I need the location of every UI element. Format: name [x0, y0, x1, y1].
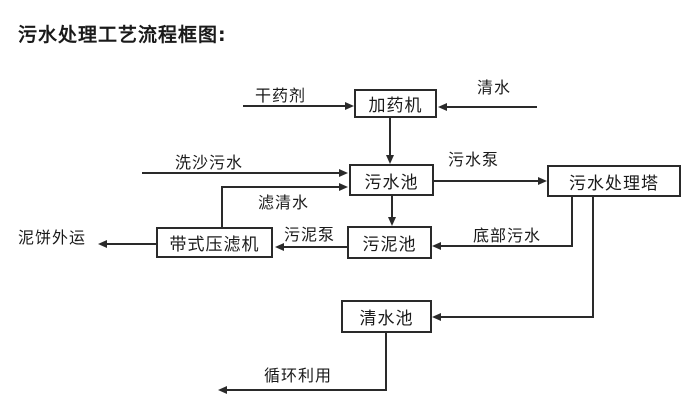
flow-label-mud-cake-out: 泥饼外运 [18, 228, 87, 247]
sludge-pump-line [284, 246, 347, 248]
tower-to-clean-line [441, 316, 594, 318]
flow-label-clean-water: 清水 [477, 78, 512, 97]
node-sludge-pool: 污泥池 [347, 226, 432, 259]
arrowhead-sewage-pump-icon [538, 177, 547, 185]
arrowhead-filtered-water-icon [339, 183, 348, 191]
bottom-sewage-riser-line [571, 197, 573, 247]
flow-label-filtered-water: 滤清水 [258, 193, 310, 212]
flow-label-recycling: 循环利用 [264, 366, 333, 385]
arrowhead-clean-water-icon [438, 103, 447, 111]
arrowhead-sand-washing-icon [339, 169, 348, 177]
sand-washing-line [142, 172, 339, 174]
arrowhead-sewage-to-sludge-icon [388, 217, 396, 226]
flow-label-sand-washing-sewage: 洗沙污水 [175, 153, 244, 172]
page-title: 污水处理工艺流程框图: [18, 24, 227, 46]
arrowhead-bottom-sewage-icon [432, 242, 441, 250]
arrowhead-dry-agent-icon [345, 102, 354, 110]
sewage-to-sludge-line [391, 196, 393, 218]
dosing-to-sewage-line [389, 118, 391, 156]
node-dosing-machine-label: 加药机 [368, 96, 423, 116]
arrowhead-mud-cake-icon [98, 240, 107, 248]
flow-label-dry-agent: 干药剂 [255, 86, 307, 105]
sewage-pump-line [434, 180, 538, 182]
node-sewage-pool-label: 污水池 [364, 172, 419, 193]
tower-to-clean-riser-line [592, 197, 594, 318]
filtered-water-riser-line [221, 186, 223, 227]
dry-agent-line [243, 105, 345, 107]
arrowhead-dosing-to-sewage-icon [386, 155, 394, 164]
node-clean-water-pool-label: 清水池 [359, 309, 414, 329]
mud-cake-line [107, 243, 156, 245]
bottom-sewage-line [441, 245, 573, 247]
flow-label-bottom-sewage: 底部污水 [473, 226, 542, 245]
node-sludge-pool-label: 污泥池 [362, 235, 417, 255]
recycling-riser-line [385, 333, 387, 391]
node-treatment-tower-label: 污水处理塔 [569, 173, 659, 194]
node-clean-water-pool: 清水池 [341, 300, 432, 333]
filtered-water-line [221, 186, 339, 188]
node-dosing-machine: 加药机 [354, 89, 437, 118]
node-treatment-tower: 污水处理塔 [547, 165, 681, 197]
arrowhead-tower-to-clean-icon [432, 313, 441, 321]
node-belt-filter-press: 带式压滤机 [156, 227, 273, 258]
clean-water-line [447, 106, 537, 108]
flow-label-sewage-pump: 污水泵 [448, 150, 500, 169]
recycling-line [227, 389, 387, 391]
node-sewage-pool: 污水池 [349, 164, 434, 196]
arrowhead-recycling-icon [218, 386, 227, 394]
flow-label-sludge-pump: 污泥泵 [284, 225, 336, 244]
node-belt-filter-press-label: 带式压滤机 [169, 235, 260, 255]
arrowhead-sludge-pump-icon [275, 243, 284, 251]
